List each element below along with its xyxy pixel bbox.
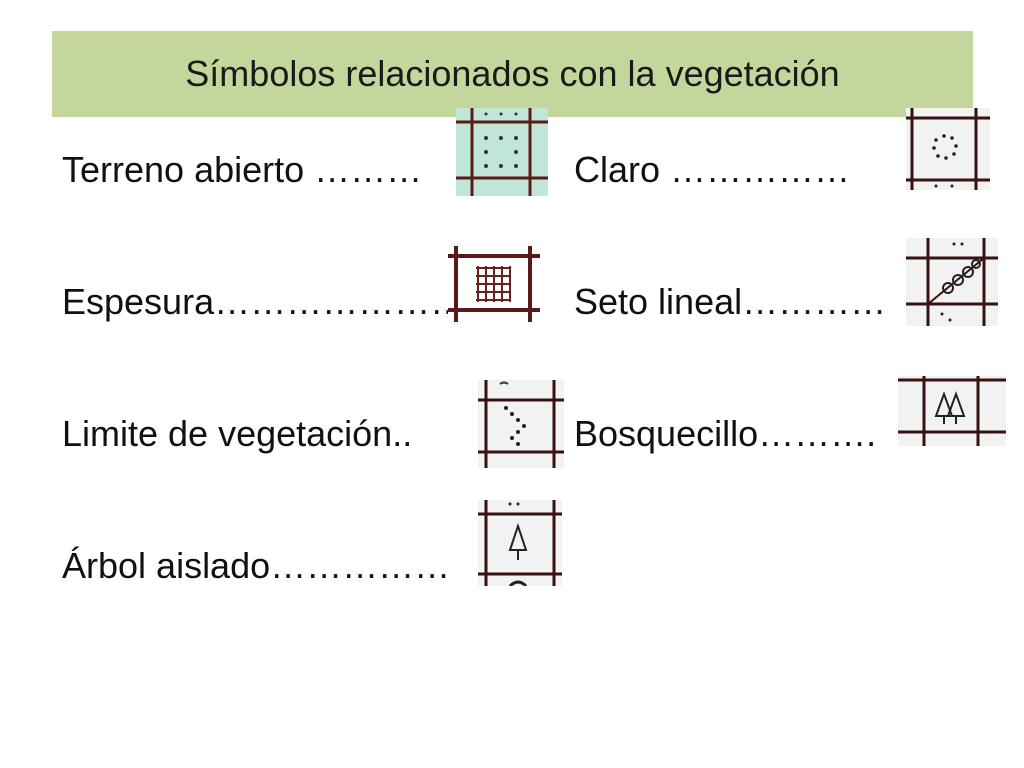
entry-label-clearing: Claro ……………: [574, 149, 851, 190]
entry-label-isolated-tree: Árbol aislado……………: [62, 545, 451, 586]
entry-label-open-terrain: Terreno abierto ………: [62, 149, 423, 190]
entry-label-thicket: Espesura…………………: [62, 281, 467, 322]
title-bar: Símbolos relacionados con la vegetación: [52, 31, 973, 117]
entry-label-vegetation-limit: Limite de vegetación..: [62, 413, 413, 454]
copse-symbol: [898, 376, 1006, 446]
vegetation-limit-symbol: [478, 380, 564, 468]
open-terrain-symbol: [456, 108, 548, 196]
thicket-symbol: [448, 246, 540, 322]
linear-hedge-symbol: [906, 238, 998, 326]
clearing-symbol: [906, 108, 990, 190]
entry-label-linear-hedge: Seto lineal…………: [574, 281, 887, 322]
isolated-tree-symbol: [478, 500, 562, 586]
slide-title: Símbolos relacionados con la vegetación: [185, 53, 840, 94]
entry-label-copse: Bosquecillo……….: [574, 413, 877, 454]
